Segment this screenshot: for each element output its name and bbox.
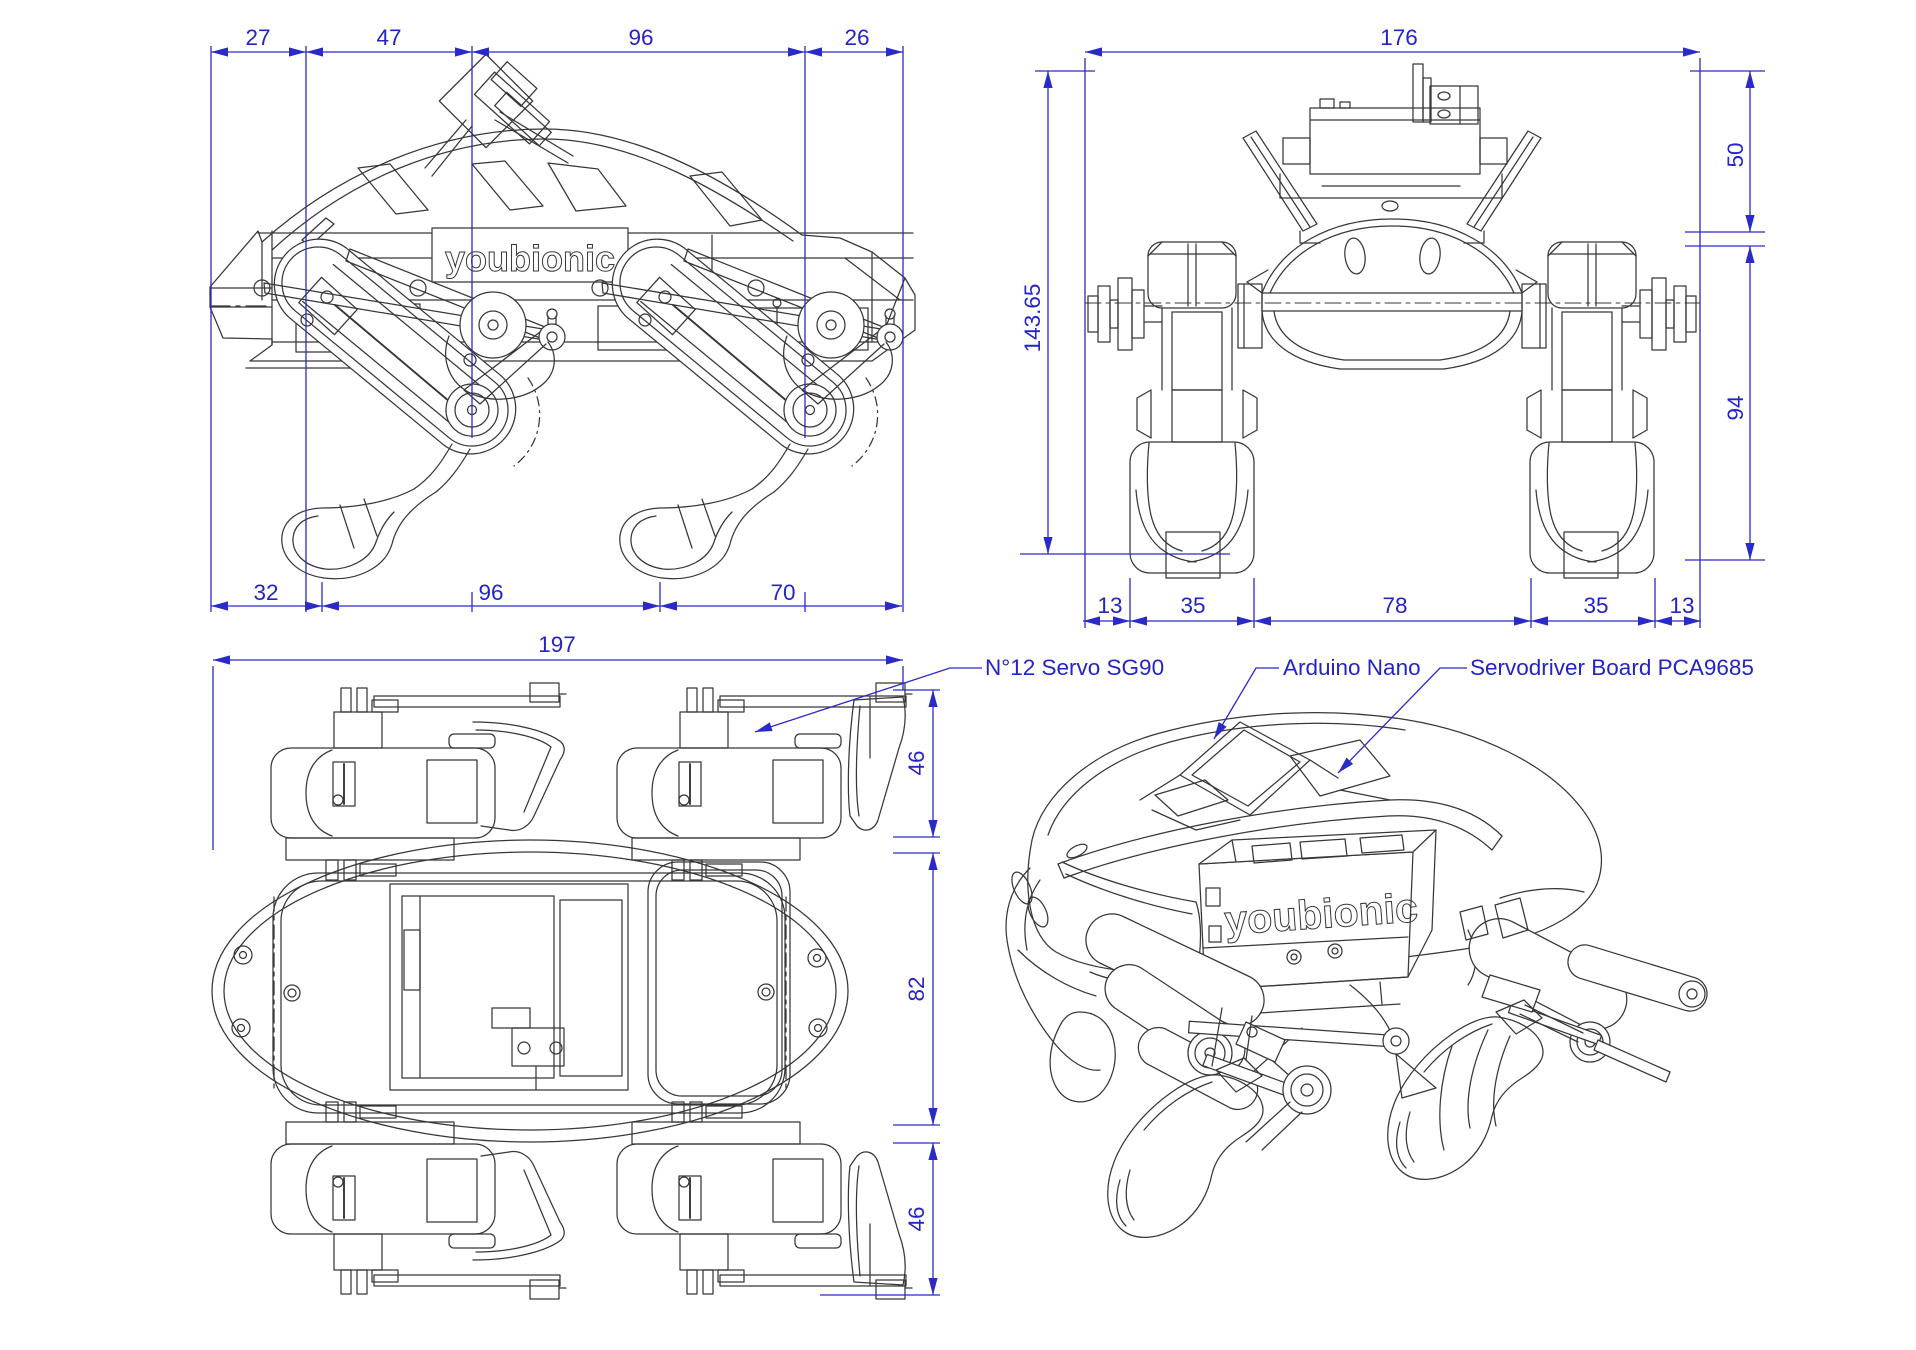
svg-text:13: 13 [1669, 593, 1694, 618]
svg-text:Servodriver Board PCA9685: Servodriver Board PCA9685 [1470, 655, 1754, 680]
svg-text:143.65: 143.65 [1020, 284, 1045, 353]
svg-text:78: 78 [1382, 593, 1407, 618]
svg-text:27: 27 [245, 25, 270, 50]
svg-text:176: 176 [1380, 25, 1418, 50]
svg-text:Arduino Nano: Arduino Nano [1283, 655, 1421, 680]
svg-text:197: 197 [538, 632, 576, 657]
svg-text:96: 96 [628, 25, 653, 50]
svg-text:96: 96 [478, 580, 503, 605]
svg-text:32: 32 [253, 580, 278, 605]
svg-text:46: 46 [904, 750, 929, 775]
svg-text:46: 46 [904, 1206, 929, 1231]
svg-text:47: 47 [376, 25, 401, 50]
svg-text:26: 26 [844, 25, 869, 50]
svg-text:94: 94 [1723, 395, 1748, 420]
svg-text:35: 35 [1583, 593, 1608, 618]
svg-text:35: 35 [1180, 593, 1205, 618]
svg-text:50: 50 [1723, 142, 1748, 167]
svg-text:70: 70 [770, 580, 795, 605]
svg-text:13: 13 [1097, 593, 1122, 618]
svg-text:N°12 Servo SG90: N°12 Servo SG90 [985, 655, 1164, 680]
svg-text:youbionic: youbionic [445, 238, 615, 279]
svg-text:82: 82 [904, 976, 929, 1001]
